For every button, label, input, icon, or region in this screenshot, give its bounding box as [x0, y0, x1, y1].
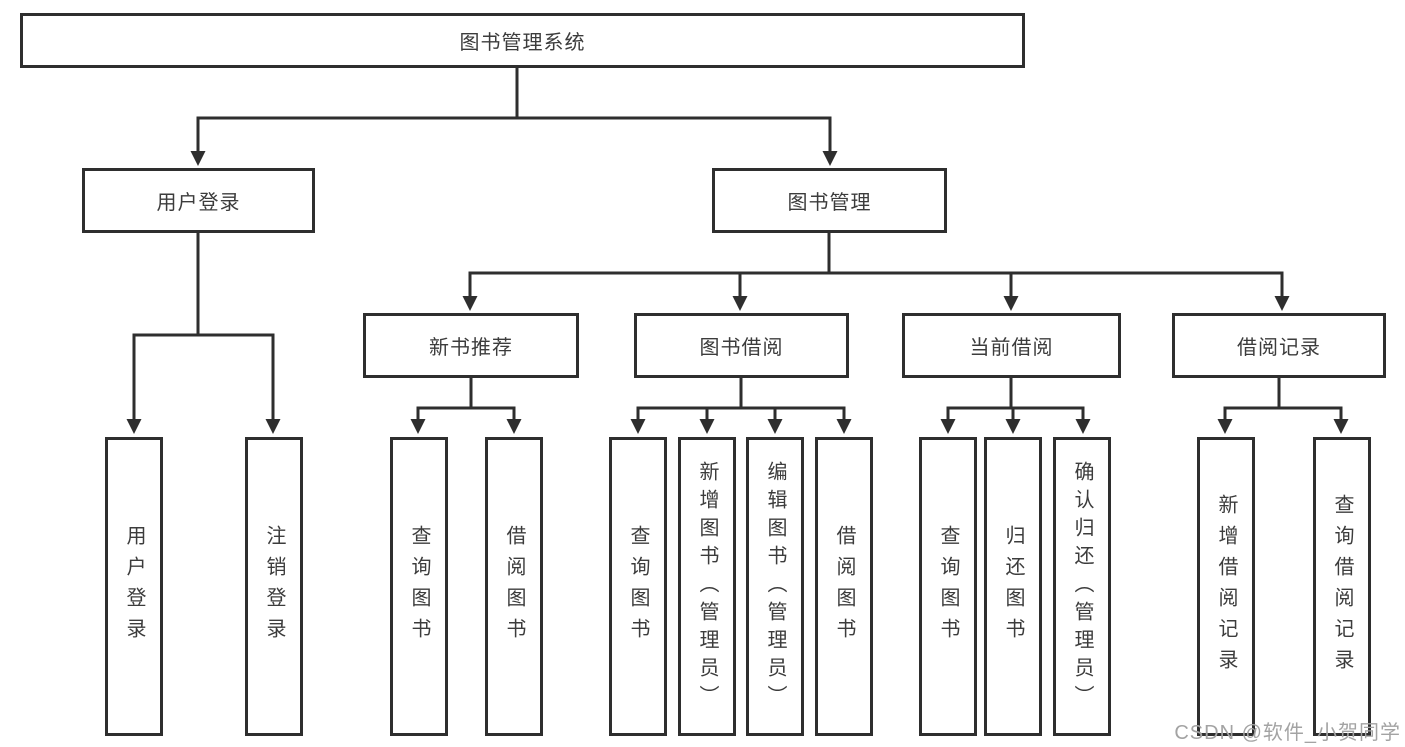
- node-current-borrow: 当前借阅: [902, 313, 1121, 378]
- leaf-query-books-borrow: 查询图书: [609, 437, 667, 736]
- node-user-login: 用户登录: [82, 168, 315, 233]
- leaf-query-books-recommend: 查询图书: [390, 437, 448, 736]
- leaf-add-books-admin: 新增图书（管理员）: [678, 437, 736, 736]
- leaf-query-books-current: 查询图书: [919, 437, 977, 736]
- node-new-book-recommend: 新书推荐: [363, 313, 579, 378]
- leaf-user-login: 用户登录: [105, 437, 163, 736]
- node-book-management: 图书管理: [712, 168, 947, 233]
- leaf-add-borrow-record: 新增借阅记录: [1197, 437, 1255, 736]
- node-borrow-records: 借阅记录: [1172, 313, 1386, 378]
- leaf-confirm-return-admin: 确认归还（管理员）: [1053, 437, 1111, 736]
- leaf-borrow-books: 借阅图书: [815, 437, 873, 736]
- leaf-query-borrow-record: 查询借阅记录: [1313, 437, 1371, 736]
- watermark: CSDN @软件_小贺同学: [1174, 722, 1401, 744]
- leaf-borrow-books-recommend: 借阅图书: [485, 437, 543, 736]
- node-root: 图书管理系统: [20, 13, 1025, 68]
- leaf-return-books: 归还图书: [984, 437, 1042, 736]
- leaf-edit-books-admin: 编辑图书（管理员）: [746, 437, 804, 736]
- leaf-logout: 注销登录: [245, 437, 303, 736]
- node-book-borrow: 图书借阅: [634, 313, 849, 378]
